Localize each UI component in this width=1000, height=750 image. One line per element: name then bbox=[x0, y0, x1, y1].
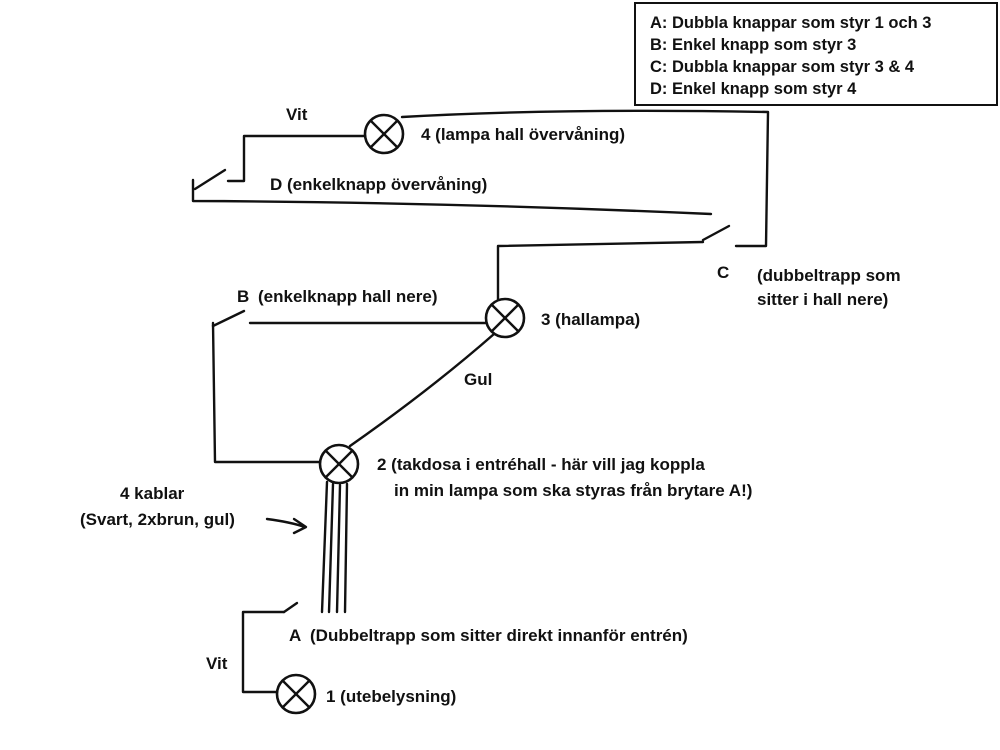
switch-a-desc: (Dubbeltrapp som sitter direkt innanför … bbox=[310, 626, 688, 645]
wire-gul bbox=[348, 332, 496, 448]
switch-b-desc: (enkelknapp hall nere) bbox=[258, 287, 438, 306]
lamp-4-icon bbox=[363, 113, 405, 155]
lamp-1-label: 1 (utebelysning) bbox=[326, 687, 456, 706]
switch-a-letter: A bbox=[289, 626, 301, 645]
cables-arrow bbox=[265, 517, 308, 535]
lamp-4-label: 4 (lampa hall övervåning) bbox=[421, 125, 625, 144]
cable-2 bbox=[327, 482, 335, 614]
lamp-3-label: 3 (hallampa) bbox=[541, 310, 640, 329]
legend-item-a: A: Dubbla knappar som styr 1 och 3 bbox=[650, 14, 932, 32]
switch-b-letter: B bbox=[237, 287, 249, 306]
switch-c-lever bbox=[701, 224, 731, 242]
switch-a-lever bbox=[282, 601, 299, 614]
legend-box: A: Dubbla knappar som styr 1 och 3 B: En… bbox=[634, 2, 998, 106]
wire-switch-c-left bbox=[496, 240, 705, 302]
switch-c-letter: C bbox=[717, 263, 729, 282]
switch-d-label: D (enkelknapp övervåning) bbox=[270, 175, 487, 194]
lamp-3-icon bbox=[484, 297, 526, 339]
cables-label-2: (Svart, 2xbrun, gul) bbox=[80, 510, 235, 529]
cable-3 bbox=[335, 483, 342, 614]
legend-item-d: D: Enkel knapp som styr 4 bbox=[650, 80, 857, 98]
lamp-2-label-2: in min lampa som ska styras från brytare… bbox=[394, 481, 752, 500]
wire-switch-b-to-lamp2 bbox=[211, 321, 324, 464]
wire-switch-a-left bbox=[241, 610, 286, 694]
legend-item-c: C: Dubbla knappar som styr 3 & 4 bbox=[650, 58, 915, 76]
lamp-2-label-1: 2 (takdosa i entréhall - här vill jag ko… bbox=[377, 455, 705, 474]
switch-c-desc-1: (dubbeltrapp som bbox=[757, 266, 901, 285]
switch-b-lever bbox=[211, 309, 246, 328]
cable-4 bbox=[343, 482, 349, 614]
wire-switch-d-left bbox=[226, 134, 370, 183]
legend-item-b: B: Enkel knapp som styr 3 bbox=[650, 36, 857, 54]
wire-label-vit-bottom: Vit bbox=[206, 654, 228, 673]
switch-c-desc-2: sitter i hall nere) bbox=[757, 290, 888, 309]
lamp-2-icon bbox=[318, 443, 360, 485]
cables-label-1: 4 kablar bbox=[120, 484, 185, 503]
wire-label-vit-top: Vit bbox=[286, 105, 308, 124]
wire-label-gul: Gul bbox=[464, 370, 492, 389]
switch-d-lever bbox=[193, 168, 227, 191]
wire-switch-d-down bbox=[191, 178, 713, 216]
cable-1 bbox=[320, 480, 329, 614]
lamp-1-icon bbox=[275, 673, 317, 715]
wire-lamp4-to-right bbox=[400, 109, 770, 248]
